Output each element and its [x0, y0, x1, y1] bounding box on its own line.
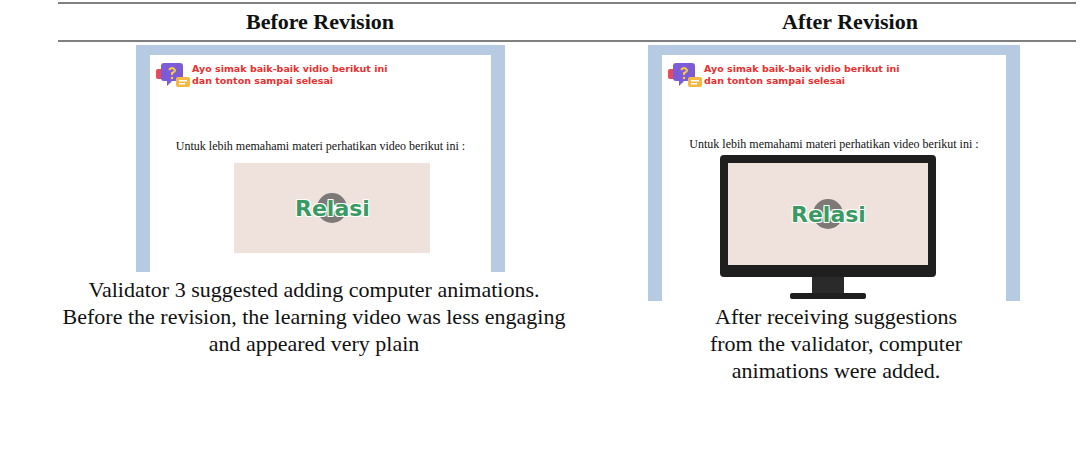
- screenshot-panel: Ayo simak baik-baik vidio berikut ini da…: [136, 45, 505, 272]
- instruction-text: Untuk lebih memahami materi perhatikan v…: [662, 137, 1006, 152]
- chat-icon: [666, 59, 706, 93]
- column-header: Before Revision: [60, 9, 580, 35]
- instruction-text: Untuk lebih memahami materi perhatikan v…: [150, 139, 491, 154]
- instruction-heading: Ayo simak baik-baik vidio berikut ini da…: [704, 63, 909, 87]
- video-title: Relasi: [295, 196, 370, 221]
- column-header: After Revision: [655, 9, 1045, 35]
- top-rule: [58, 2, 1076, 3]
- header-rule: [58, 41, 1076, 42]
- video-thumbnail: Relasi: [728, 163, 928, 265]
- chat-icon: [154, 59, 194, 93]
- revision-note: Validator 3 suggested adding computer an…: [58, 276, 570, 357]
- revision-note: After receiving suggestions from the val…: [705, 303, 967, 384]
- instruction-heading: Ayo simak baik-baik vidio berikut ini da…: [192, 63, 397, 87]
- video-thumbnail: Relasi: [234, 163, 430, 253]
- screenshot-panel: Ayo simak baik-baik vidio berikut ini da…: [648, 45, 1020, 301]
- video-title: Relasi: [791, 202, 866, 227]
